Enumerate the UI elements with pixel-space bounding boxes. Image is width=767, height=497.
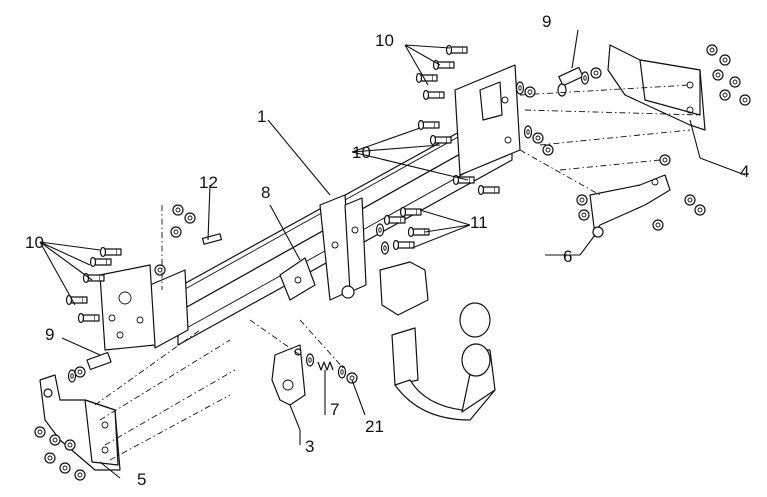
detachable-ball-hitch	[379, 261, 496, 421]
socket-plate	[271, 344, 306, 406]
bolt-9-left	[67, 351, 112, 383]
label-part-7: 7	[330, 400, 339, 419]
label-part-6: 6	[563, 247, 572, 266]
crossbar-beam	[99, 64, 521, 351]
label-part-1: 1	[257, 107, 266, 126]
left-side-bracket	[34, 374, 121, 481]
label-part-9-top: 9	[542, 12, 551, 31]
label-part-21: 21	[365, 417, 384, 436]
label-part-10-middle: 10	[352, 143, 371, 162]
label-part-4: 4	[740, 162, 749, 181]
label-part-10-left: 10	[25, 233, 44, 252]
part-labels: 1 3 4 5 6 7 8 9 9 10 10 10 11 12 21	[25, 12, 749, 489]
label-part-12: 12	[199, 173, 218, 192]
bolt-12	[201, 233, 223, 245]
leader-lines	[39, 29, 746, 479]
spring-hardware	[305, 353, 358, 384]
label-part-5: 5	[137, 470, 146, 489]
label-part-8: 8	[261, 183, 270, 202]
assembly-lines	[94, 84, 701, 461]
label-part-3: 3	[305, 437, 314, 456]
small-plate	[279, 257, 316, 301]
label-part-9-left: 9	[45, 325, 54, 344]
label-part-10-top: 10	[375, 31, 394, 50]
right-side-bracket	[607, 44, 751, 131]
lower-right-bracket	[576, 154, 706, 238]
bolt-9-right	[557, 66, 602, 97]
label-part-11: 11	[470, 213, 488, 232]
